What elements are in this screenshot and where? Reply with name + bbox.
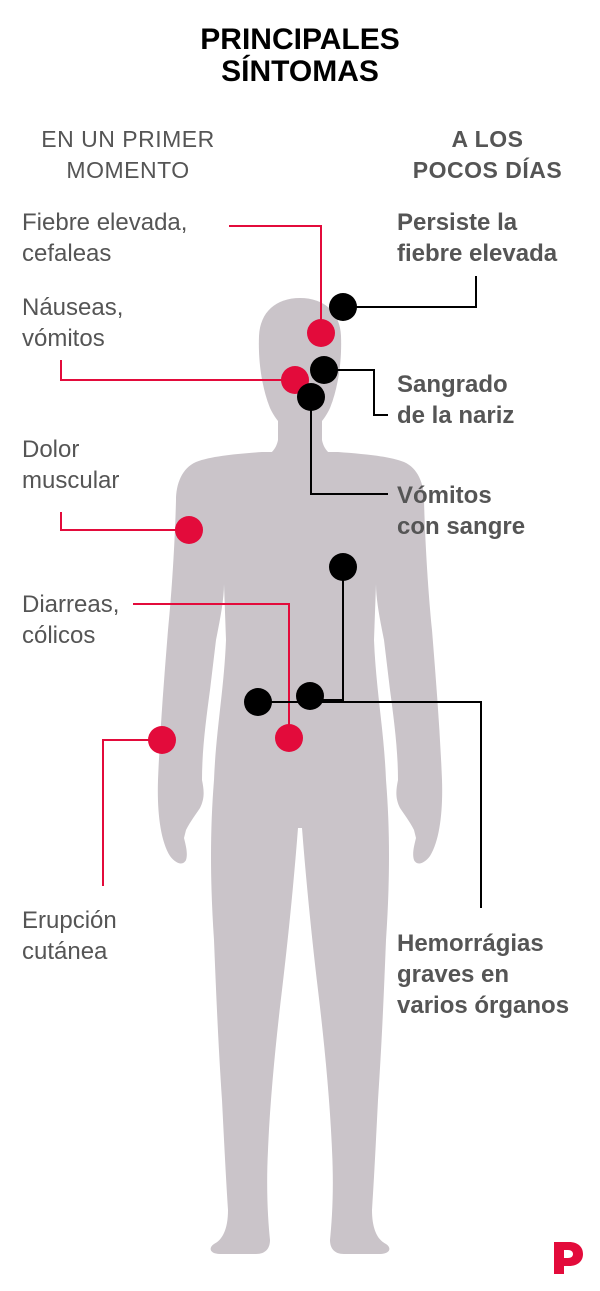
label-diarreas-line-2: cólicos [22, 622, 96, 649]
label-diarreas-line-1: Diarreas, [22, 591, 120, 618]
title-line-2: SÍNTOMAS [221, 55, 379, 88]
body-main [157, 452, 443, 1254]
column-header-late-line-2: POCOS DÍAS [412, 157, 563, 183]
connector-fiebre [229, 225, 322, 333]
marker-diarreas [275, 724, 303, 752]
label-sangrado-line-2: de la nariz [397, 402, 515, 429]
label-fiebre: Fiebre elevada, cefaleas [22, 207, 187, 269]
late-markers [244, 293, 357, 716]
label-fiebre-line-1: Fiebre elevada, [22, 209, 188, 236]
label-persiste-line-1: Persiste la [397, 209, 518, 236]
label-vomitos-line-2: con sangre [397, 513, 526, 540]
connector-hemorragias-main [258, 701, 482, 908]
late-connectors [258, 276, 482, 908]
label-nauseas-line-2: vómitos [22, 325, 105, 352]
label-nauseas-line-1: Náuseas, [22, 294, 124, 321]
marker-hemorragias-abdomen-left [244, 688, 272, 716]
connector-dolor [60, 512, 189, 531]
marker-sangrado [310, 356, 338, 384]
label-nauseas: Náuseas, vómitos [22, 292, 123, 354]
column-header-early: EN UN PRIMER MOMENTO [18, 124, 238, 186]
label-hemorragias-line-3: varios órganos [397, 992, 570, 1019]
publisher-logo-icon [554, 1242, 583, 1274]
label-sangrado-line-1: Sangrado [397, 371, 508, 398]
label-sangrado: Sangrado de la nariz [397, 369, 514, 431]
label-vomitos-line-1: Vómitos [397, 482, 492, 509]
label-dolor-line-1: Dolor [22, 436, 80, 463]
column-header-late: A LOS POCOS DÍAS [380, 124, 595, 186]
column-header-late-line-1: A LOS [451, 126, 524, 152]
title-line-1: PRINCIPALES [200, 23, 400, 56]
label-vomitos: Vómitos con sangre [397, 480, 525, 542]
connector-diarreas [133, 603, 290, 738]
body-silhouette [157, 298, 443, 1254]
marker-vomitos [297, 383, 325, 411]
label-hemorragias-line-1: Hemorrágias [397, 930, 544, 957]
connector-erupcion [102, 739, 162, 886]
early-markers [148, 319, 335, 754]
label-erupcion-line-1: Erupción [22, 907, 117, 934]
label-dolor: Dolor muscular [22, 434, 119, 496]
marker-erupcion [148, 726, 176, 754]
label-diarreas: Diarreas, cólicos [22, 589, 119, 651]
column-header-early-line-1: EN UN PRIMER [41, 126, 215, 152]
marker-dolor [175, 516, 203, 544]
label-dolor-line-2: muscular [22, 467, 120, 494]
marker-fiebre [307, 319, 335, 347]
connector-persiste [343, 276, 477, 308]
marker-hemorragias-chest [329, 553, 357, 581]
column-header-early-line-2: MOMENTO [66, 157, 190, 183]
label-hemorragias: Hemorrágias graves en varios órganos [397, 928, 569, 1021]
label-erupcion-line-2: cutánea [22, 938, 108, 965]
page-title: PRINCIPALES SÍNTOMAS [0, 24, 600, 88]
marker-persiste [329, 293, 357, 321]
label-persiste: Persiste la fiebre elevada [397, 207, 557, 269]
connector-vomitos [310, 397, 388, 495]
label-persiste-line-2: fiebre elevada [397, 240, 558, 267]
marker-hemorragias-abdomen-right [296, 682, 324, 710]
body-neck [262, 400, 338, 458]
label-hemorragias-line-2: graves en [397, 961, 510, 988]
connector-nauseas [60, 360, 295, 381]
connector-sangrado [324, 369, 388, 416]
label-erupcion: Erupción cutánea [22, 905, 117, 967]
label-fiebre-line-2: cefaleas [22, 240, 112, 267]
early-connectors [60, 225, 322, 886]
